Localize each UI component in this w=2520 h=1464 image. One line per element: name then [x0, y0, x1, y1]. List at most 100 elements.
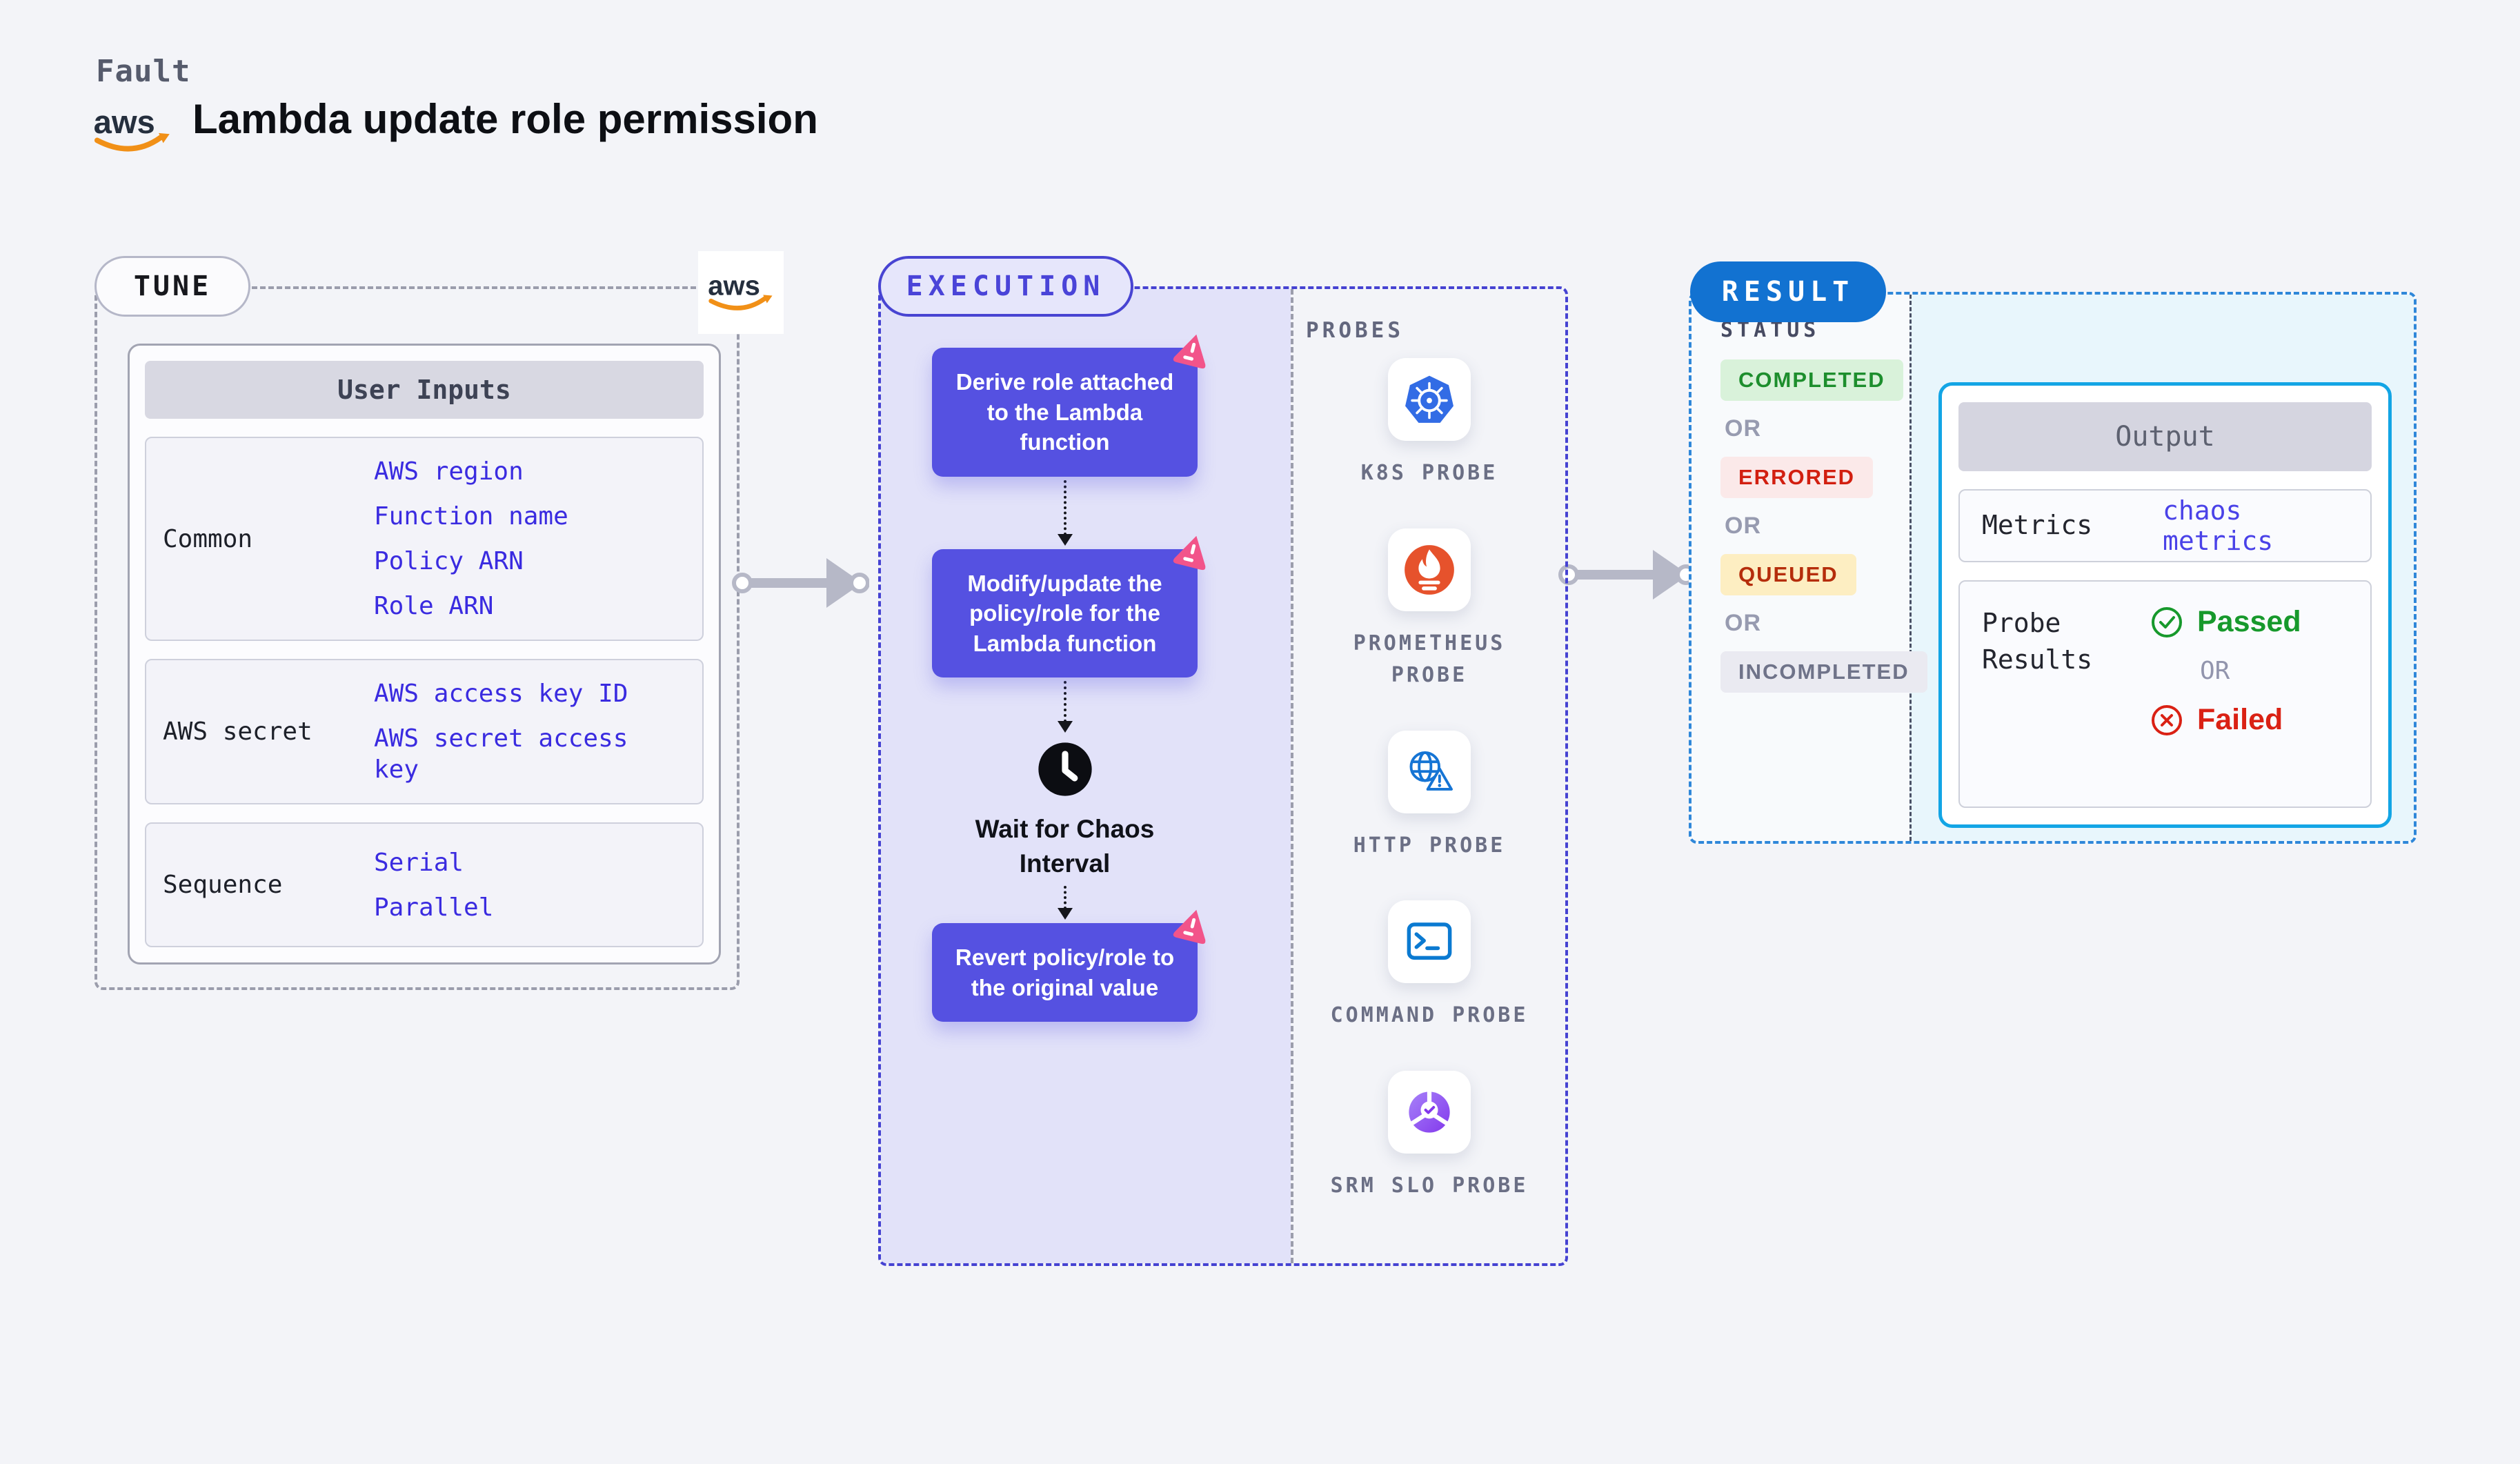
status-badge-completed: COMPLETED — [1720, 359, 1903, 401]
input-value: Policy ARN — [374, 547, 524, 575]
metrics-value: chaos metrics — [2163, 495, 2274, 556]
command-terminal-icon — [1407, 922, 1452, 960]
row-label: Common — [163, 524, 253, 553]
passed-line: Passed — [2150, 605, 2301, 639]
probe-results-row: Probe Results Passed OR — [1958, 580, 2372, 808]
chaos-icon — [1173, 535, 1206, 570]
passed-label: Passed — [2197, 605, 2301, 638]
failed-line: Failed — [2150, 703, 2301, 737]
step-label: Derive role attached to the Lambda funct… — [955, 369, 1174, 455]
wait-chaos-interval: Wait for Chaos Interval — [962, 738, 1169, 881]
probe-results-label: Probe Results — [1982, 608, 2093, 675]
clock-icon — [1038, 742, 1092, 796]
probe-card — [1388, 528, 1471, 611]
failed-label: Failed — [2197, 703, 2283, 736]
input-value: Parallel — [374, 893, 494, 922]
input-value: AWS secret access key — [374, 724, 628, 784]
probe-item-k8s: K8S PROBE — [1326, 358, 1533, 490]
step-box-derive-role: Derive role attached to the Lambda funct… — [932, 334, 1206, 477]
probe-item-command: COMMAND PROBE — [1326, 900, 1533, 1032]
probe-card — [1388, 358, 1471, 441]
arrow-down-icon — [1057, 533, 1073, 546]
probe-item-prometheus: PROMETHEUS PROBE — [1326, 528, 1533, 692]
or-label: OR — [1725, 610, 1761, 636]
probe-card — [1388, 900, 1471, 983]
aws-logo-text: aws — [94, 104, 155, 141]
status-column: STATUS COMPLETED OR ERRORED OR QUEUED OR… — [1691, 295, 1927, 841]
tune-badge: TUNE — [95, 256, 250, 317]
aws-logo-text: aws — [708, 270, 760, 301]
input-row-common: Common AWS region Function name Policy A… — [145, 437, 704, 641]
execution-flow: Derive role attached to the Lambda funct… — [932, 334, 1206, 1022]
probes-panel: PROBES — [1293, 289, 1565, 1263]
input-value: Role ARN — [374, 592, 494, 620]
or-label: OR — [1725, 415, 1761, 442]
probe-stack: K8S PROBE PROMETHEUS PROBE — [1293, 358, 1565, 1202]
aws-logo-icon: aws — [708, 270, 773, 310]
dotted-connector — [1057, 886, 1073, 920]
input-row-sequence: Sequence Serial Parallel — [145, 822, 704, 947]
row-label: Sequence — [163, 871, 283, 899]
metrics-row: Metrics chaos metrics — [1958, 489, 2372, 562]
x-circle-icon — [2152, 704, 2182, 735]
row-values: AWS region Function name Policy ARN Role… — [374, 456, 702, 622]
output-panel: Output Metrics chaos metrics Probe Resul… — [1938, 382, 2392, 828]
probe-name: SRM SLO PROBE — [1330, 1173, 1529, 1198]
or-label: OR — [2200, 657, 2230, 685]
row-label: AWS secret — [163, 718, 312, 746]
status-output-divider — [1909, 295, 1912, 841]
prometheus-icon — [1405, 544, 1454, 595]
input-value: Serial — [374, 848, 464, 877]
chaos-icon — [1173, 909, 1206, 944]
input-row-aws-secret: AWS secret AWS access key ID AWS secret … — [145, 659, 704, 804]
step-label: Revert policy/role to the original value — [955, 944, 1175, 1000]
probe-item-srm-slo: SRM SLO PROBE — [1326, 1070, 1533, 1203]
probe-name: COMMAND PROBE — [1330, 1003, 1529, 1027]
input-value: AWS access key ID — [374, 680, 628, 708]
probe-item-http: HTTP PROBE — [1326, 730, 1533, 862]
step-box-revert-policy: Revert policy/role to the original value — [932, 909, 1206, 1022]
dotted-connector — [1057, 479, 1073, 546]
tune-to-execution-arrow-icon — [732, 558, 869, 608]
input-value: Function name — [374, 502, 568, 531]
kubernetes-icon — [1405, 375, 1454, 423]
user-inputs-header: User Inputs — [145, 361, 704, 419]
step-box-modify-policy: Modify/update the policy/role for the La… — [932, 535, 1206, 678]
execution-probes-divider — [1291, 289, 1293, 1263]
wait-label: Wait for Chaos Interval — [975, 815, 1155, 878]
dotted-connector — [1057, 681, 1073, 733]
status-badge-incompleted: INCOMPLETED — [1720, 651, 1927, 693]
execution-badge: EXECUTION — [878, 256, 1133, 317]
check-circle-icon — [2152, 606, 2182, 637]
status-badge-queued: QUEUED — [1720, 554, 1856, 595]
row-values: Serial Parallel — [374, 842, 702, 928]
chaos-icon — [1173, 334, 1206, 369]
output-header: Output — [1958, 402, 2372, 471]
probe-card — [1388, 730, 1471, 813]
probe-results-values: Passed OR Failed — [2150, 605, 2301, 737]
aws-logo-icon: aws — [94, 104, 170, 152]
result-section: STATUS COMPLETED OR ERRORED OR QUEUED OR… — [1689, 292, 2417, 844]
user-inputs-card: User Inputs Common AWS region Function n… — [128, 344, 721, 965]
metrics-label: Metrics — [1982, 510, 2093, 541]
probes-label: PROBES — [1306, 318, 1404, 343]
probe-name: HTTP PROBE — [1353, 833, 1506, 858]
row-values: AWS access key ID AWS secret access key — [374, 678, 702, 785]
arrow-down-icon — [1057, 721, 1073, 733]
execution-section: Derive role attached to the Lambda funct… — [878, 286, 1568, 1266]
input-value: AWS region — [374, 457, 524, 486]
arrow-down-icon — [1057, 908, 1073, 920]
srm-slo-donut-check-icon — [1409, 1090, 1450, 1133]
probe-card — [1388, 1070, 1471, 1154]
http-globe-warning-icon — [1409, 751, 1453, 791]
execution-flow-panel: Derive role attached to the Lambda funct… — [881, 289, 1291, 1263]
aws-corner-logo: aws — [698, 251, 784, 334]
probe-name: PROMETHEUS PROBE — [1353, 631, 1506, 688]
or-label: OR — [1725, 513, 1761, 539]
tune-section — [95, 286, 740, 990]
page-title: Lambda update role permission — [192, 96, 818, 142]
probe-name: K8S PROBE — [1360, 461, 1498, 485]
step-label: Modify/update the policy/role for the La… — [967, 570, 1162, 656]
result-badge: RESULT — [1690, 261, 1886, 322]
